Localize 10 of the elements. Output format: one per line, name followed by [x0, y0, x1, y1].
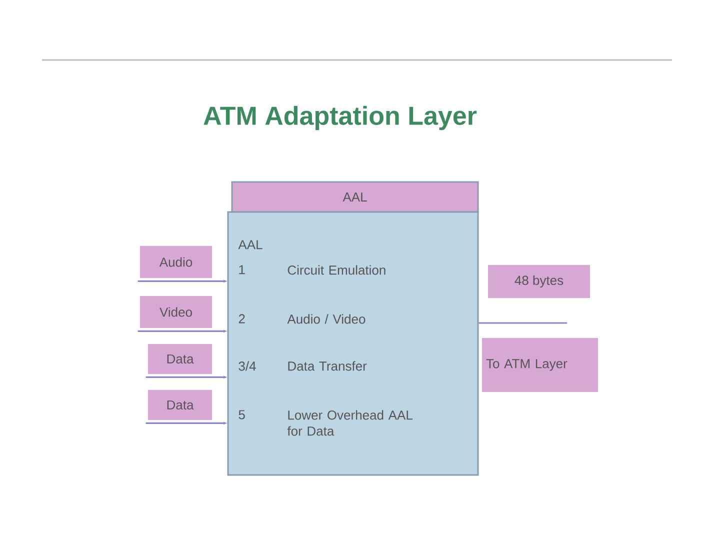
label-box: Data: [148, 390, 212, 420]
connector-line: [478, 322, 567, 324]
title: ATM Adaptation Layer: [204, 106, 477, 130]
label-box: Video: [140, 296, 212, 328]
header-box: AAL: [231, 181, 479, 213]
process-box: AAL 1 Circuit Emulation 2 Audio / Video 3/4 Data Transfer 5 Lower Overhead AAL for Data: [227, 211, 479, 476]
label-box: 48 bytes: [488, 265, 590, 298]
label-box: Audio: [140, 246, 212, 278]
label-box: To ATM Layer: [482, 338, 598, 392]
label-box: Data: [148, 344, 212, 374]
